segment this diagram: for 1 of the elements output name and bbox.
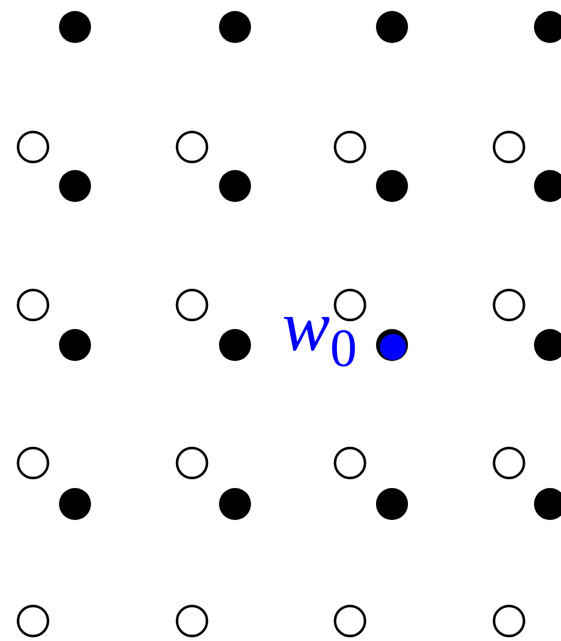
point-label: w$_{0}$ bbox=[282, 290, 358, 376]
